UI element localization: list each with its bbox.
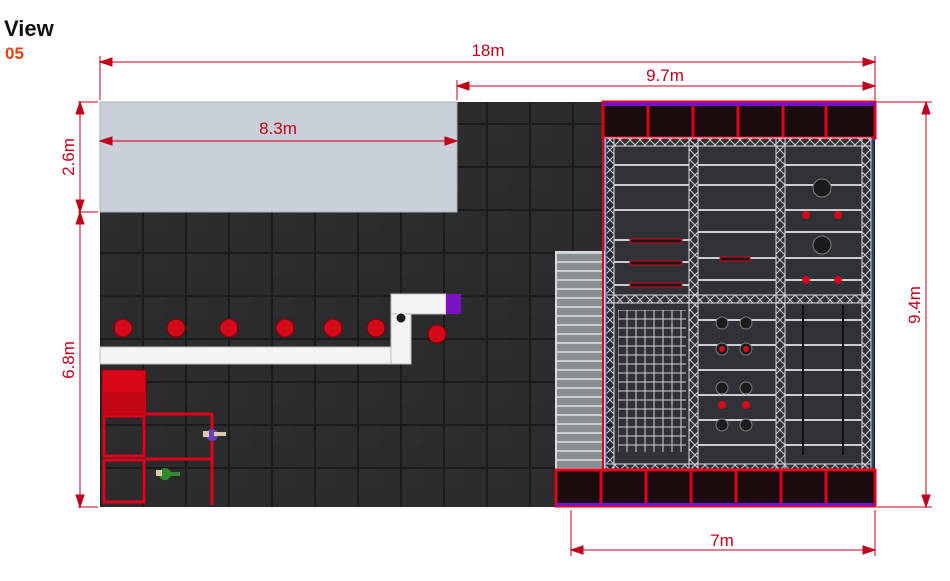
- purple-cabinet: [446, 294, 461, 314]
- staff-figure: [395, 312, 407, 324]
- stool: [427, 324, 447, 344]
- view-title: View: [4, 16, 54, 41]
- bottom-frame-row: [554, 468, 877, 508]
- view-number: 05: [5, 44, 24, 63]
- stool-row: [113, 318, 447, 344]
- dim-label-mezzanine-depth: 2.6m: [59, 138, 78, 176]
- stool: [323, 318, 343, 338]
- reception-counter: [99, 346, 412, 365]
- visitor-figure: [156, 468, 180, 480]
- stool: [166, 318, 186, 338]
- dim-label-total-width: 18m: [471, 41, 504, 60]
- stool: [275, 318, 295, 338]
- dim-label-bottom-width: 7m: [710, 531, 734, 550]
- dim-label-mezzanine-width: 8.3m: [259, 119, 297, 138]
- obstacle-course-structure: [604, 137, 872, 474]
- top-frame-row: [601, 100, 877, 140]
- dim-label-total-depth: 9.4m: [905, 286, 924, 324]
- cargo-net: [618, 310, 686, 452]
- visitor-figure: [203, 429, 226, 441]
- dim-label-floor-depth: 6.8m: [59, 341, 78, 379]
- mezzanine-area: [100, 102, 457, 212]
- stool: [366, 318, 386, 338]
- dim-label-right-width: 9.7m: [646, 66, 684, 85]
- staircase: [556, 252, 604, 470]
- stool: [219, 318, 239, 338]
- stool: [113, 318, 133, 338]
